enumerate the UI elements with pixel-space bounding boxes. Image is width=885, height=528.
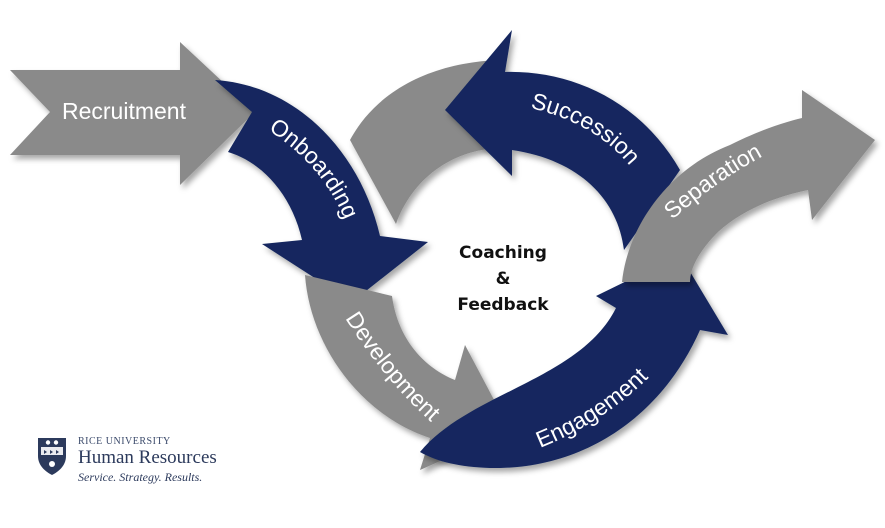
recruitment-arrow [10, 42, 255, 185]
shield-icon [38, 438, 66, 475]
rice-hr-logo: RICE UNIVERSITY Human Resources Service.… [36, 432, 276, 492]
center-label-line3: Feedback [457, 295, 549, 315]
center-label-line2: & [495, 269, 511, 289]
recruitment-label: Recruitment [62, 98, 187, 124]
owl-icon [45, 440, 59, 467]
engagement-arrow [420, 255, 728, 469]
separation-arrow [622, 90, 875, 282]
center-label: Coaching & Feedback [428, 240, 578, 318]
center-label-line1: Coaching [459, 243, 547, 263]
onboarding-arrow [215, 80, 428, 302]
succession-arrow [445, 30, 680, 250]
logo-department: Human Resources [78, 447, 217, 468]
logo-tagline: Service. Strategy. Results. [78, 470, 203, 484]
logo-university: RICE UNIVERSITY [78, 436, 171, 447]
